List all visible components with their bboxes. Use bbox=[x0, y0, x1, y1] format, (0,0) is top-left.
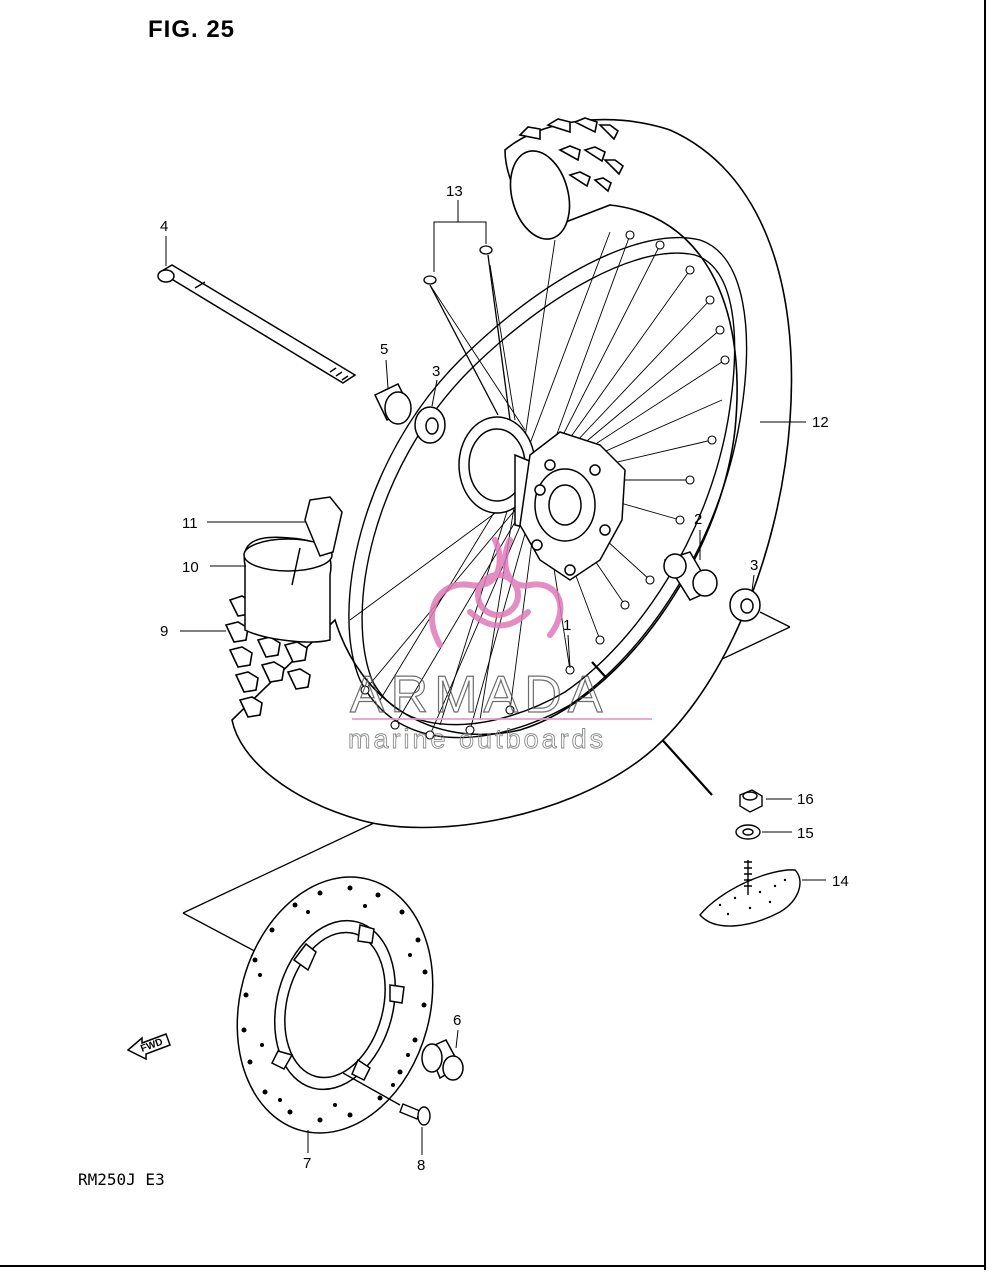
callout-5: 5 bbox=[380, 341, 388, 358]
spacer bbox=[663, 551, 718, 601]
callout-2: 2 bbox=[694, 511, 702, 528]
callout-6: 6 bbox=[453, 1012, 461, 1029]
hub bbox=[458, 416, 626, 581]
axle bbox=[157, 264, 357, 384]
callout-1: 1 bbox=[563, 617, 571, 634]
disc-collar bbox=[421, 1039, 464, 1081]
spoke-set bbox=[423, 245, 511, 421]
fwd-arrow-icon: FWD bbox=[126, 1033, 171, 1061]
washer bbox=[735, 824, 761, 840]
callout-12: 12 bbox=[812, 414, 829, 431]
callout-9: 9 bbox=[160, 623, 168, 640]
rim bbox=[348, 236, 748, 739]
disc-bolt bbox=[342, 1072, 431, 1126]
rim-lock bbox=[699, 860, 801, 927]
tire bbox=[224, 117, 793, 829]
rim-tube-and-band bbox=[243, 496, 343, 643]
callout-11: 11 bbox=[182, 515, 198, 532]
watermark-brand: ARMADA bbox=[350, 666, 608, 724]
bearing-upper bbox=[414, 406, 446, 444]
collar bbox=[373, 383, 412, 425]
callout-labels: 4 5 3 13 12 2 3 1 11 10 9 16 15 14 6 7 8 bbox=[160, 183, 849, 1174]
callout-16: 16 bbox=[797, 791, 814, 808]
callout-3-upper: 3 bbox=[432, 363, 440, 380]
brake-disc bbox=[236, 876, 434, 1134]
spoke-nipples bbox=[360, 230, 730, 740]
figure-title: FIG. 25 bbox=[148, 16, 236, 43]
watermark: ARMADA marine outboards bbox=[348, 537, 652, 754]
callout-13: 13 bbox=[446, 183, 463, 200]
callout-10: 10 bbox=[182, 559, 199, 576]
callout-14: 14 bbox=[832, 873, 849, 890]
callout-3-lower: 3 bbox=[750, 557, 758, 574]
leader-lines bbox=[165, 200, 826, 1155]
callout-15: 15 bbox=[797, 825, 814, 842]
callout-4: 4 bbox=[160, 218, 168, 235]
watermark-logo-icon bbox=[428, 537, 564, 648]
nut bbox=[739, 789, 763, 813]
watermark-tagline: marine outboards bbox=[348, 724, 606, 754]
bearing-lower bbox=[729, 588, 761, 622]
callout-7: 7 bbox=[303, 1155, 311, 1172]
callout-8: 8 bbox=[417, 1157, 425, 1174]
model-code: RM250J E3 bbox=[78, 1170, 165, 1189]
